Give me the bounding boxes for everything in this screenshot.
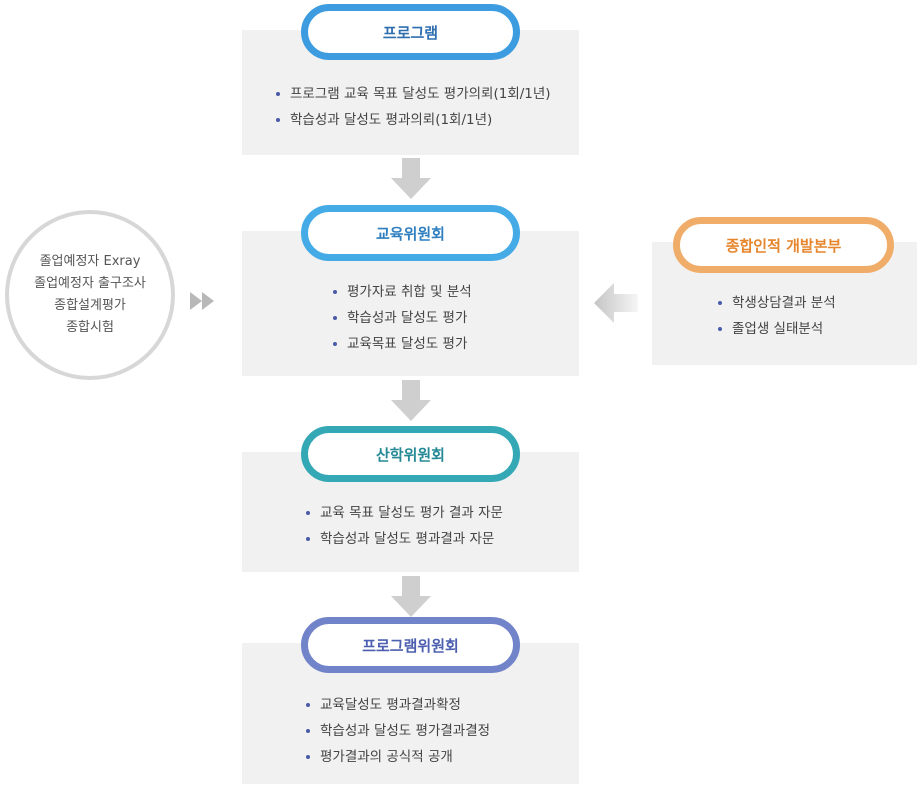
double-chevron-right-icon (190, 292, 214, 310)
list-item: 학생상담결과 분석 (716, 290, 836, 316)
graduate-evaluation-circle: 졸업예정자 Exray 졸업예정자 출구조사 종합설계평가 종합시험 (5, 210, 175, 380)
program-committee-items: 교육달성도 평과결과확정 학습성과 달성도 평가결과결정 평가결과의 공식적 공… (304, 692, 490, 770)
circle-line: 종합설계평가 (54, 298, 126, 313)
list-item: 학습성과 달성도 평가결과결정 (304, 718, 490, 744)
list-item: 프로그램 교육 목표 달성도 평가의뢰(1회/1년) (274, 81, 551, 107)
list-item: 교육 목표 달성도 평가 결과 자문 (304, 500, 503, 526)
industry-committee-items: 교육 목표 달성도 평가 결과 자문 학습성과 달성도 평과결과 자문 (304, 500, 503, 552)
list-item: 평가결과의 공식적 공개 (304, 744, 490, 770)
down-arrow-icon (391, 380, 431, 421)
list-item: 졸업생 실태분석 (716, 316, 836, 342)
program-title: 프로그램 (382, 23, 439, 42)
down-arrow-icon (391, 576, 431, 617)
hr-development-pill: 종합인적 개발본부 (673, 217, 894, 273)
circle-line: 졸업예정자 Exray (39, 254, 141, 269)
education-committee-pill: 교육위원회 (301, 205, 520, 261)
education-committee-items: 평가자료 취합 및 분석 학습성과 달성도 평가 교육목표 달성도 평가 (331, 279, 472, 357)
list-item: 학습성과 달성도 평가 (331, 305, 472, 331)
program-pill: 프로그램 (301, 4, 520, 60)
education-committee-title: 교육위원회 (375, 224, 445, 243)
list-item: 학습성과 달성도 평과의뢰(1회/1년) (274, 107, 551, 133)
hr-development-title: 종합인적 개발본부 (725, 236, 842, 255)
hr-development-items: 학생상담결과 분석 졸업생 실태분석 (716, 290, 836, 342)
circle-line: 종합시험 (66, 320, 114, 335)
list-item: 교육목표 달성도 평가 (331, 331, 472, 357)
industry-committee-pill: 산학위원회 (301, 426, 520, 482)
circle-line: 졸업예정자 출구조사 (34, 276, 146, 291)
list-item: 학습성과 달성도 평과결과 자문 (304, 526, 503, 552)
list-item: 교육달성도 평과결과확정 (304, 692, 490, 718)
list-item: 평가자료 취합 및 분석 (331, 279, 472, 305)
program-items: 프로그램 교육 목표 달성도 평가의뢰(1회/1년) 학습성과 달성도 평과의뢰… (274, 81, 551, 133)
program-committee-pill: 프로그램위원회 (301, 617, 520, 673)
left-arrow-icon (594, 283, 638, 323)
down-arrow-icon (391, 158, 431, 199)
program-committee-title: 프로그램위원회 (362, 636, 459, 655)
industry-committee-title: 산학위원회 (375, 445, 445, 464)
